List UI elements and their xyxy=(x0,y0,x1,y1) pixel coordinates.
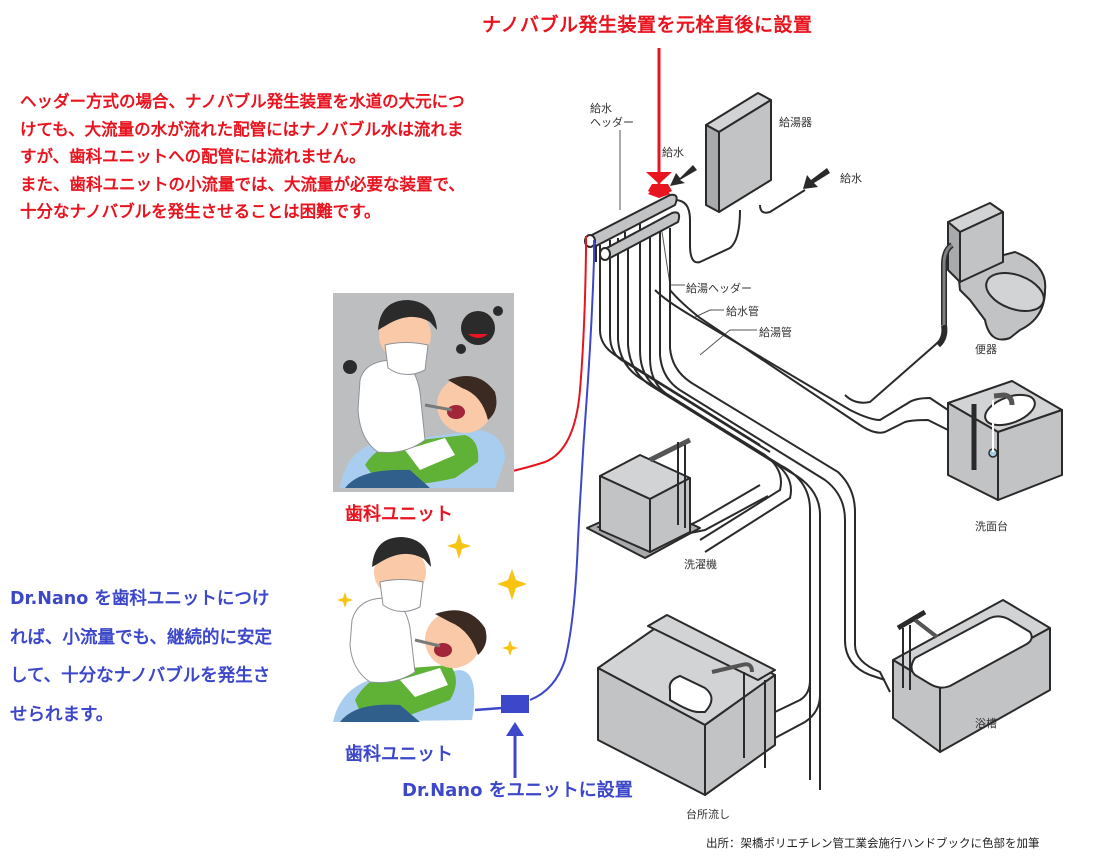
washing-machine xyxy=(586,437,769,559)
hot-header-leader xyxy=(660,224,685,286)
heater-hot-pipe xyxy=(674,199,741,264)
explanation-line: けても、大流量の水が流れた配管にはナノバブル水は流れま xyxy=(20,119,464,139)
label-hot-header: 給湯ヘッダー xyxy=(686,282,752,295)
label-washbasin: 洗面台 xyxy=(975,520,1008,533)
bathtub xyxy=(892,599,1051,753)
blue-arrow-head xyxy=(506,722,524,736)
dental-unit-label-top: 歯科ユニット xyxy=(345,504,453,525)
water-heater xyxy=(705,92,772,213)
label-toilet: 便器 xyxy=(975,343,997,356)
label-water-heater: 給湯器 xyxy=(779,116,812,129)
water-inlet-arrow-2 xyxy=(803,168,830,189)
supply-pipe-leader xyxy=(692,309,724,319)
pipe-bundle xyxy=(599,228,949,790)
header-system-explanation: ヘッダー方式の場合、ナノバブル発生装置を水道の大元につ けても、大流量の水が流れ… xyxy=(20,88,540,226)
kitchen-sink xyxy=(597,614,821,796)
main-annotation-title: ナノバブル発生装置を元栓直後に設置 xyxy=(482,14,813,36)
sparkle-icon xyxy=(502,640,518,656)
drnano-line: せられます。 xyxy=(10,704,114,725)
label-kitchen-sink: 台所流し xyxy=(686,808,730,821)
label-washing-machine: 洗濯機 xyxy=(684,558,717,571)
drnano-line: して、十分なナノバブルを発生さ xyxy=(10,666,271,686)
drnano-line: れば、小流量でも、継続的に安定 xyxy=(10,627,272,648)
red-feed-line xyxy=(497,236,587,475)
dental-unit-illustration-problem xyxy=(333,293,514,492)
label-water-in-2: 給水 xyxy=(840,172,862,185)
water-inlet-arrow-1 xyxy=(670,165,697,186)
heater-inlet-pipe xyxy=(759,189,806,214)
sparkle-icon xyxy=(447,533,471,559)
dental-unit-label-bottom: 歯科ユニット xyxy=(345,744,453,765)
blue-feed-line xyxy=(529,240,595,701)
explanation-line: ヘッダー方式の場合、ナノバブル発生装置を水道の大元につ xyxy=(20,92,465,111)
drnano-install-label: Dr.Nano をユニットに設置 xyxy=(402,780,633,801)
main-nanobubble-device xyxy=(646,172,672,198)
drnano-line: Dr.Nano を歯科ユニットにつけ xyxy=(10,589,270,609)
label-supply-header-1: 給水 xyxy=(590,102,612,115)
drnano-device xyxy=(501,695,529,713)
blue-unit-connector xyxy=(474,706,503,712)
hot-pipe-leader xyxy=(699,329,757,356)
sparkle-icon xyxy=(337,592,353,608)
label-hot-pipe: 給湯管 xyxy=(759,326,792,339)
explanation-line: また、歯科ユニットの小流量では、大流量が必要な装置で、 xyxy=(20,174,465,194)
sparkle-icon xyxy=(497,569,527,600)
dental-unit-illustration-solution xyxy=(333,537,487,722)
explanation-line: 十分なナノバブルを発生させることは困難です。 xyxy=(20,202,381,221)
label-supply-header-2: ヘッダー xyxy=(590,116,634,129)
label-supply-pipe: 給水管 xyxy=(726,305,759,318)
drnano-explanation: Dr.Nano を歯科ユニットにつけ れば、小流量でも、継続的に安定 して、十分… xyxy=(10,580,340,734)
toilet xyxy=(935,202,1047,348)
source-citation: 出所：架橋ポリエチレン管工業会施行ハンドブックに色部を加筆 xyxy=(706,836,1040,850)
explanation-line: すが、歯科ユニットへの配管には流れません。 xyxy=(20,147,366,166)
washbasin xyxy=(947,380,1063,501)
label-bathtub: 浴槽 xyxy=(975,717,997,730)
label-water-in-1: 給水 xyxy=(662,146,684,159)
hot-header xyxy=(599,211,681,261)
